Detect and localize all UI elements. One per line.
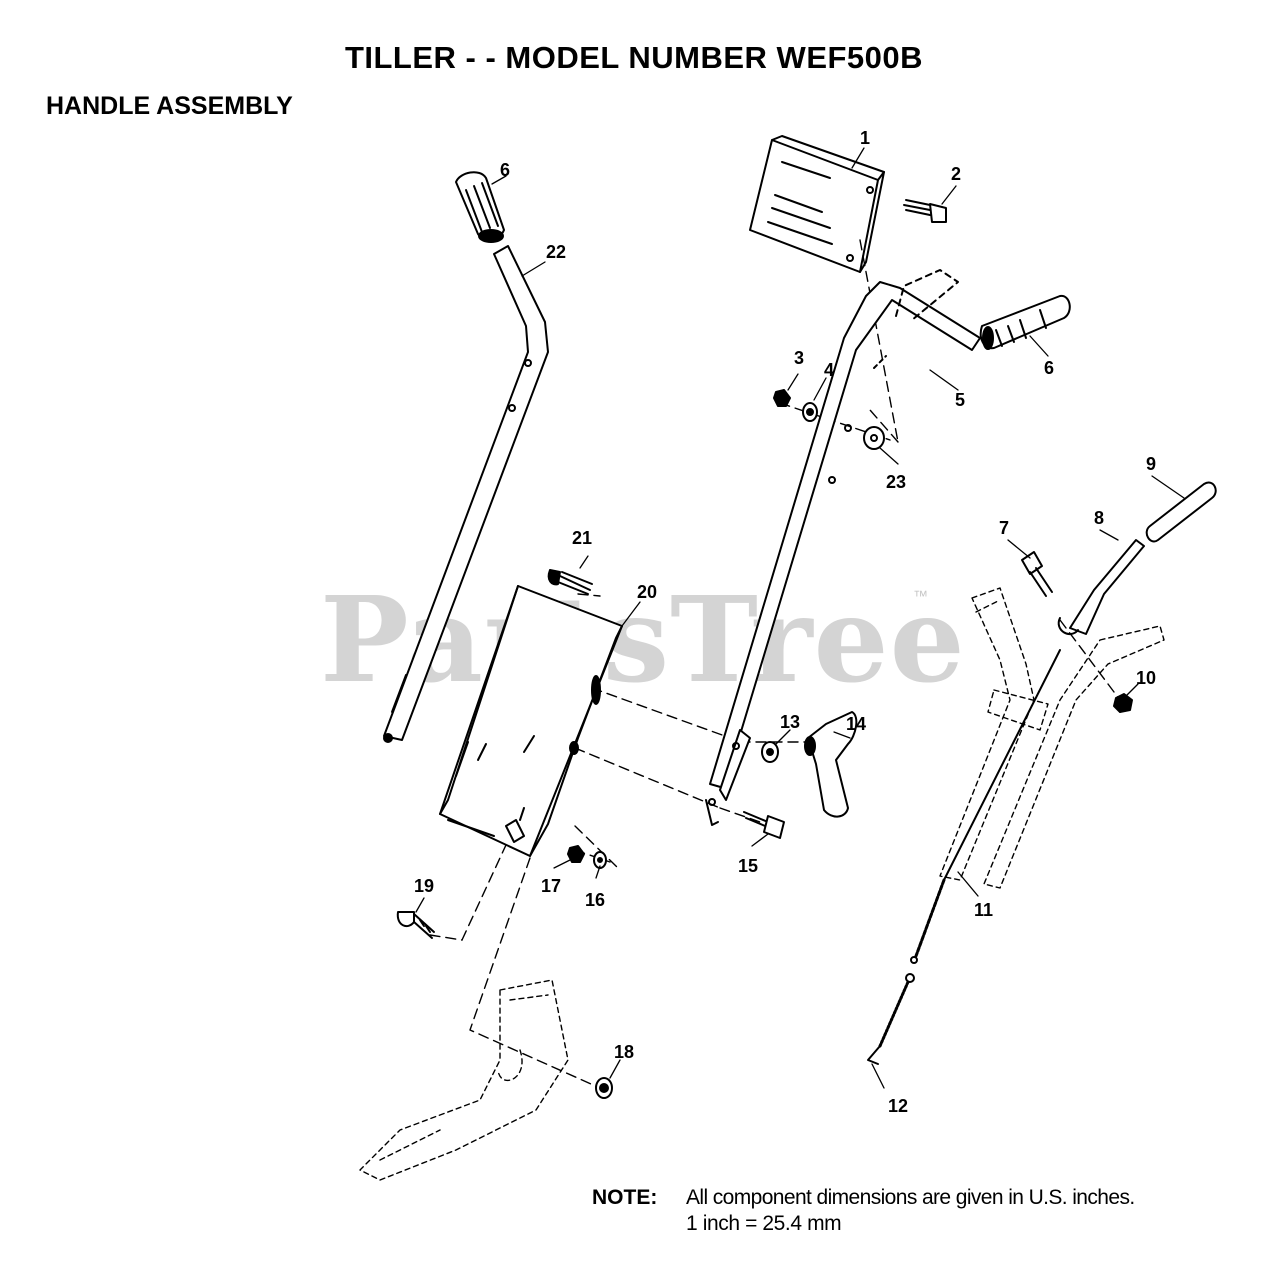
section-title: HANDLE ASSEMBLY xyxy=(46,92,293,120)
part-11-cable[interactable] xyxy=(910,649,1061,964)
watermark-trademark: ™ xyxy=(913,588,928,605)
callout-19: 19 xyxy=(414,876,434,896)
note-text-line1: All component dimensions are given in U.… xyxy=(686,1186,1135,1209)
part-20-bracket[interactable] xyxy=(439,585,623,857)
callout-2: 2 xyxy=(951,164,961,184)
part-17-nut[interactable] xyxy=(567,845,585,863)
callout-21: 21 xyxy=(572,528,592,548)
callout-15: 15 xyxy=(738,856,758,876)
callout-23: 23 xyxy=(886,472,906,492)
callout-1: 1 xyxy=(860,128,870,148)
part-10-nut[interactable] xyxy=(1113,693,1133,713)
callout-4: 4 xyxy=(824,360,834,380)
tiller-frame-reference xyxy=(359,979,569,1181)
part-12-spring[interactable] xyxy=(867,973,915,1065)
callout-18: 18 xyxy=(614,1042,634,1062)
page-title: TILLER - - MODEL NUMBER WEF500B xyxy=(344,40,924,75)
callout-9: 9 xyxy=(1146,454,1156,474)
part-14-knob[interactable] xyxy=(804,711,858,818)
part-6-right-grip[interactable] xyxy=(979,294,1071,350)
reference-handle-outline xyxy=(939,587,1165,889)
callout-6-right: 6 xyxy=(1044,358,1054,378)
callout-6-left: 6 xyxy=(500,160,510,180)
callout-22: 22 xyxy=(546,242,566,262)
part-5-center-handle[interactable] xyxy=(705,269,981,826)
callout-12: 12 xyxy=(888,1096,908,1116)
part-22-left-handle[interactable] xyxy=(383,245,549,743)
part-18-nut[interactable] xyxy=(595,1077,613,1099)
part-19-bolt[interactable] xyxy=(396,911,435,939)
callout-7: 7 xyxy=(999,518,1009,538)
callout-17: 17 xyxy=(541,876,561,896)
part-21-bolt[interactable] xyxy=(547,569,593,595)
callout-8: 8 xyxy=(1094,508,1104,528)
assembly-dashed-lines xyxy=(429,239,1121,1089)
callout-14: 14 xyxy=(846,714,866,734)
callout-5: 5 xyxy=(955,390,965,410)
part-15-bolt[interactable] xyxy=(743,811,785,839)
callout-numbers: 1 2 3 4 5 6 6 7 8 9 10 11 12 13 14 15 16… xyxy=(414,128,1156,1116)
part-13-washer[interactable] xyxy=(761,741,779,763)
part-4-washer[interactable] xyxy=(802,402,818,422)
callout-16: 16 xyxy=(585,890,605,910)
note-text-line2: 1 inch = 25.4 mm xyxy=(686,1212,842,1232)
callout-10: 10 xyxy=(1136,668,1156,688)
callout-20: 20 xyxy=(637,582,657,602)
callout-13: 13 xyxy=(780,712,800,732)
note-label: NOTE: xyxy=(592,1186,658,1209)
part-9-grip[interactable] xyxy=(1145,481,1217,543)
leader-lines xyxy=(415,147,1185,1089)
part-8-lever[interactable] xyxy=(1057,539,1145,636)
callout-11: 11 xyxy=(974,900,993,920)
part-23-washer[interactable] xyxy=(863,426,885,450)
callout-3: 3 xyxy=(794,348,804,368)
part-1-panel[interactable] xyxy=(749,135,885,273)
part-7-bolt[interactable] xyxy=(1021,551,1053,597)
part-2-bolt[interactable] xyxy=(903,199,947,223)
part-3-nut[interactable] xyxy=(773,389,791,407)
part-6-left-grip[interactable] xyxy=(455,171,505,243)
